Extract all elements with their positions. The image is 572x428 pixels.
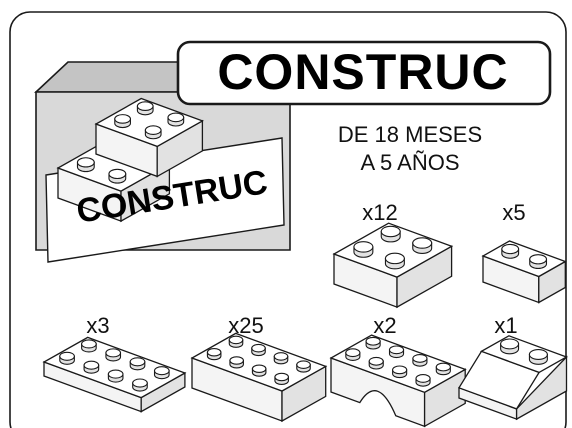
brick-stud: [296, 360, 311, 373]
brick-stud: [380, 225, 401, 243]
quantity-plate-2x4: x3: [86, 313, 110, 338]
age-range-line-1: DE 18 MESES: [337, 122, 483, 147]
quantity-arch-2x4: x2: [373, 313, 397, 338]
brick-stud: [229, 356, 244, 369]
brick-stud: [251, 343, 266, 357]
brick-top-face: [42, 336, 187, 399]
brick-stud: [107, 369, 124, 383]
brick-stud: [59, 351, 75, 365]
brick-2x4: [190, 332, 328, 423]
bricks-group: [42, 222, 569, 428]
brick-top-face: [190, 332, 328, 392]
box-brick-back: [94, 97, 204, 178]
brick-stud: [144, 125, 162, 140]
title-plate: [176, 40, 552, 106]
brick-stud: [412, 237, 433, 254]
age-range-line-2: A 5 AÑOS: [360, 150, 460, 175]
brick-stud: [132, 378, 148, 392]
brick-stud: [388, 345, 405, 359]
brick-stud: [136, 101, 154, 116]
product-title: CONSTRUC: [217, 44, 509, 100]
brick-stud: [129, 357, 146, 371]
brick-stud: [500, 338, 520, 355]
quantity-brick-2x4: x25: [228, 313, 264, 338]
brick-stud: [365, 336, 381, 350]
brick-stud: [501, 243, 520, 259]
brick-stud: [108, 168, 127, 184]
brick-stud: [153, 366, 170, 380]
brick-top-face: [329, 334, 467, 394]
brick-stud: [528, 349, 548, 365]
brick-stud: [353, 241, 374, 258]
brick-stud: [76, 157, 95, 173]
brick-stud: [274, 372, 289, 385]
brick-stud: [435, 362, 451, 376]
brick-stud: [392, 365, 408, 379]
brick-top-face: [94, 97, 204, 148]
brick-stud: [167, 112, 185, 127]
box-brick-illustration: [56, 97, 204, 223]
brick-stud: [529, 254, 548, 269]
arch-2x4: [329, 334, 467, 428]
quantity-slope-2x2: x1: [494, 313, 518, 338]
brick-side-face: [515, 355, 568, 421]
quantity-brick-2x2: x12: [362, 200, 398, 225]
brick-stud: [368, 356, 384, 370]
brick-stud: [81, 339, 97, 353]
brick-stud: [273, 352, 289, 365]
brick-stud: [412, 354, 428, 367]
brick-2x2: [332, 222, 454, 309]
brick-stud: [345, 348, 361, 361]
slope-2x2: [458, 335, 569, 421]
brick-stud: [415, 374, 431, 387]
quantity-brick-2x1: x5: [502, 200, 526, 225]
brick-stud: [206, 347, 222, 361]
plate-2x4: [42, 336, 187, 413]
brick-stud: [83, 360, 100, 374]
brick-stud: [105, 348, 122, 362]
brick-stud: [251, 364, 267, 377]
brick-front-face: [330, 357, 426, 428]
brick-top-face: [332, 222, 454, 278]
brick-stud: [228, 335, 244, 348]
brick-stud: [114, 114, 131, 129]
brick-stud: [384, 252, 405, 270]
brick-2x1: [481, 240, 567, 304]
